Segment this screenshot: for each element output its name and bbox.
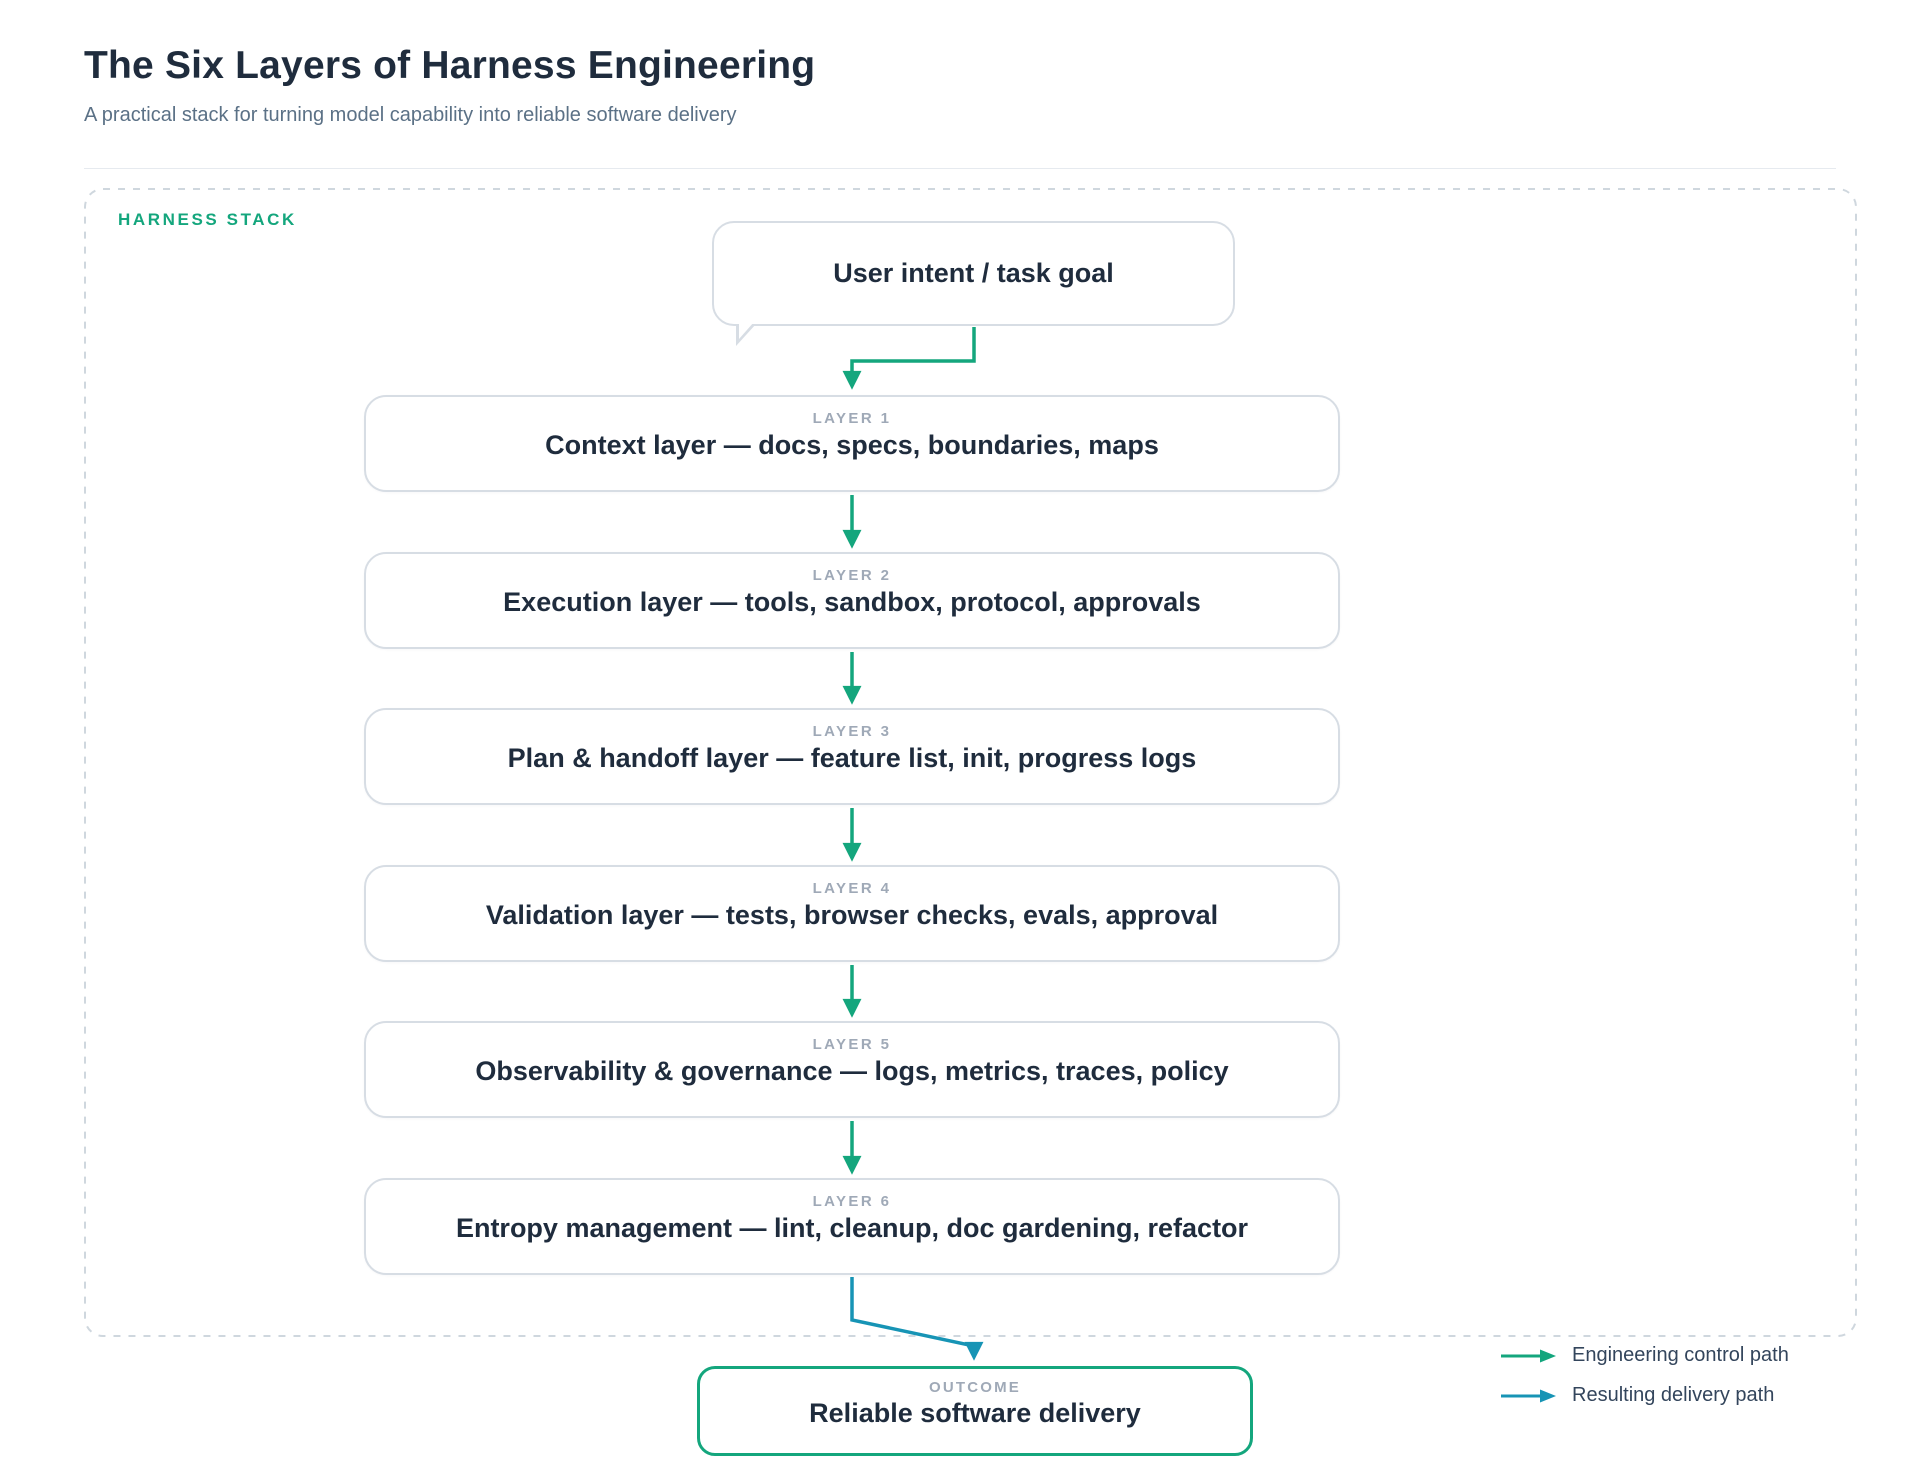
legend-control-path-label: Engineering control path [1572,1344,1789,1366]
layer-1-tag: LAYER 1 [812,410,892,427]
layer-5-tag: LAYER 5 [812,1036,892,1053]
layer-1-title: Context layer — docs, specs, boundaries,… [545,430,1159,460]
layer-2-tag: LAYER 2 [812,567,892,584]
layer-5-box: LAYER 5 Observability & governance — log… [364,1021,1340,1118]
legend-row-delivery-path: Resulting delivery path [1500,1384,1774,1407]
connector-bubble-to-layer-1 [842,327,976,390]
layer-2-box: LAYER 2 Execution layer — tools, sandbox… [364,552,1340,649]
user-intent-text: User intent / task goal [833,258,1114,288]
layer-5-title: Observability & governance — logs, metri… [475,1056,1229,1086]
layer-6-tag: LAYER 6 [812,1193,892,1210]
legend-green-arrow-icon [1501,1349,1556,1362]
layer-1-box: LAYER 1 Context layer — docs, specs, bou… [364,395,1340,492]
harness-stack-label: HARNESS STACK [118,210,297,229]
layer-4-tag: LAYER 4 [812,880,892,897]
connector-layer-6-to-outcome [850,1277,984,1361]
user-intent-bubble: User intent / task goal [712,221,1235,346]
layer-6-box: LAYER 6 Entropy management — lint, clean… [364,1178,1340,1275]
layer-3-title: Plan & handoff layer — feature list, ini… [507,743,1197,773]
outcome-title: Reliable software delivery [809,1398,1141,1428]
legend-teal-arrow-icon [1501,1389,1556,1402]
layer-4-title: Validation layer — tests, browser checks… [485,900,1219,930]
legend-row-control-path: Engineering control path [1500,1344,1789,1367]
layer-3-tag: LAYER 3 [812,723,892,740]
layer-3-box: LAYER 3 Plan & handoff layer — feature l… [364,708,1340,805]
header-divider [84,168,1836,169]
legend-delivery-path-label: Resulting delivery path [1572,1384,1775,1406]
page-subtitle: A practical stack for turning model capa… [84,104,737,126]
layer-2-title: Execution layer — tools, sandbox, protoc… [503,587,1201,617]
outcome-tag: OUTCOME [928,1379,1022,1396]
page-title: The Six Layers of Harness Engineering [84,44,816,87]
layer-6-title: Entropy management — lint, cleanup, doc … [455,1213,1249,1243]
outcome-box: OUTCOME Reliable software delivery [697,1366,1253,1456]
layer-4-box: LAYER 4 Validation layer — tests, browse… [364,865,1340,962]
